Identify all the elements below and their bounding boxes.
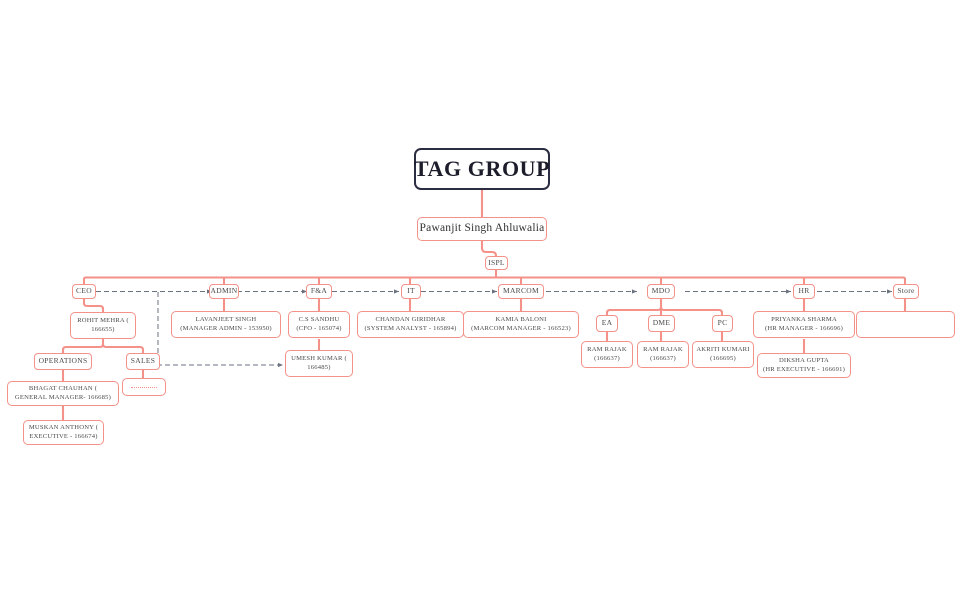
node-subunit-operations[interactable]: OPERATIONS xyxy=(34,353,92,370)
node-dept-it[interactable]: IT xyxy=(401,284,421,299)
node-dept-mdo[interactable]: MDO xyxy=(647,284,675,299)
muskan-anthony-detail: EXECUTIVE - 166674) xyxy=(29,433,98,440)
dept-admin-label: ADMIN xyxy=(210,286,238,296)
node-person-lavanjeet-singh[interactable]: LAVANJEET SINGH (MANAGER ADMIN - 153950) xyxy=(171,311,281,338)
node-person-akriti-kumari[interactable]: AKRITI KUMARI (166695) xyxy=(692,341,754,368)
node-dept-admin[interactable]: ADMIN xyxy=(209,284,239,299)
priyanka-sharma-name: PRIYANKA SHARMA xyxy=(771,316,837,324)
dept-store-label: Store xyxy=(897,286,915,296)
node-dept-fna[interactable]: F&A xyxy=(306,284,332,299)
dept-marcom-label: MARCOM xyxy=(503,286,539,296)
lavanjeet-singh-name: LAVANJEET SINGH xyxy=(195,316,257,324)
ram-rajak-ea-name: RAM RAJAK xyxy=(587,346,627,354)
umesh-kumar-detail: 166485) xyxy=(307,364,331,371)
node-person-ram-rajak-dme[interactable]: RAM RAJAK (166637) xyxy=(637,341,689,368)
node-person-cs-sandhu[interactable]: C.S SANDHU (CFO - 165074) xyxy=(288,311,350,338)
bhagat-chauhan-detail: GENERAL MANAGER- 166685) xyxy=(14,394,112,401)
tag-group-label: TAG GROUP xyxy=(413,156,551,182)
node-tag-group[interactable]: TAG GROUP xyxy=(414,148,550,190)
dept-ceo-label: CEO xyxy=(76,286,92,296)
chandan-giridhar-detail: (SYSTEM ANALYST - 165894) xyxy=(364,325,457,332)
operations-label: OPERATIONS xyxy=(38,356,88,366)
umesh-kumar-name: UMESH KUMAR ( xyxy=(291,355,347,363)
node-person-muskan-anthony[interactable]: MUSKAN ANTHONY ( EXECUTIVE - 166674) xyxy=(23,420,104,445)
dept-it-label: IT xyxy=(407,286,415,296)
node-person-rohit-mehra[interactable]: ROHIT MEHRA ( 166655) xyxy=(70,312,136,339)
rohit-mehra-detail: 166655) xyxy=(91,326,115,333)
node-store-vacancy[interactable] xyxy=(856,311,955,338)
node-dept-ceo[interactable]: CEO xyxy=(72,284,96,299)
bhagat-chauhan-name: BHAGAT CHAUHAN ( xyxy=(28,385,98,393)
node-subunit-ea[interactable]: EA xyxy=(596,315,618,332)
node-person-chandan-giridhar[interactable]: CHANDAN GIRIDHAR (SYSTEM ANALYST - 16589… xyxy=(357,311,464,338)
ram-rajak-dme-detail: (166637) xyxy=(650,355,676,362)
akriti-kumari-name: AKRITI KUMARI xyxy=(696,346,750,354)
akriti-kumari-detail: (166695) xyxy=(710,355,736,362)
ispl-label: ISPL xyxy=(488,257,505,267)
diksha-gupta-detail: (HR EXECUTIVE - 166691) xyxy=(762,366,846,373)
owner-label: Pawanjit Singh Ahluwalia xyxy=(419,222,545,235)
dept-fna-label: F&A xyxy=(310,286,328,296)
dme-label: DME xyxy=(652,318,671,328)
node-dept-marcom[interactable]: MARCOM xyxy=(498,284,544,299)
pc-label: PC xyxy=(717,318,728,328)
node-owner[interactable]: Pawanjit Singh Ahluwalia xyxy=(417,217,547,241)
sales-label: SALES xyxy=(130,356,156,366)
kamia-baloni-name: KAMIA BALONI xyxy=(495,316,547,324)
ram-rajak-ea-detail: (166637) xyxy=(594,355,620,362)
ea-label: EA xyxy=(601,318,613,328)
priyanka-sharma-detail: (HR MANAGER - 166696) xyxy=(764,325,843,332)
muskan-anthony-name: MUSKAN ANTHONY ( xyxy=(28,424,99,432)
ram-rajak-dme-name: RAM RAJAK xyxy=(643,346,683,354)
cs-sandhu-detail: (CFO - 165074) xyxy=(296,325,342,332)
rohit-mehra-name: ROHIT MEHRA ( xyxy=(77,317,129,325)
node-person-bhagat-chauhan[interactable]: BHAGAT CHAUHAN ( GENERAL MANAGER- 166685… xyxy=(7,381,119,406)
dept-mdo-label: MDO xyxy=(651,286,671,296)
node-person-umesh-kumar[interactable]: UMESH KUMAR ( 166485) xyxy=(285,350,353,377)
node-person-kamia-baloni[interactable]: KAMIA BALONI (MARCOM MANAGER - 166523) xyxy=(463,311,579,338)
node-ispl[interactable]: ISPL xyxy=(485,256,508,270)
node-person-ram-rajak-ea[interactable]: RAM RAJAK (166637) xyxy=(581,341,633,368)
lavanjeet-singh-detail: (MANAGER ADMIN - 153950) xyxy=(180,325,272,332)
node-person-priyanka-sharma[interactable]: PRIYANKA SHARMA (HR MANAGER - 166696) xyxy=(753,311,855,338)
node-person-diksha-gupta[interactable]: DIKSHA GUPTA (HR EXECUTIVE - 166691) xyxy=(757,353,851,378)
chandan-giridhar-name: CHANDAN GIRIDHAR xyxy=(375,316,446,324)
vacancy-dotted-placeholder xyxy=(131,386,157,388)
dept-hr-label: HR xyxy=(798,286,810,296)
cs-sandhu-name: C.S SANDHU xyxy=(298,316,340,324)
kamia-baloni-detail: (MARCOM MANAGER - 166523) xyxy=(471,325,571,332)
node-dept-store[interactable]: Store xyxy=(893,284,919,299)
node-subunit-sales[interactable]: SALES xyxy=(126,353,160,370)
node-dept-hr[interactable]: HR xyxy=(793,284,815,299)
node-subunit-pc[interactable]: PC xyxy=(712,315,733,332)
node-subunit-dme[interactable]: DME xyxy=(648,315,675,332)
diksha-gupta-name: DIKSHA GUPTA xyxy=(778,357,830,365)
node-sales-vacancy[interactable] xyxy=(122,378,166,396)
